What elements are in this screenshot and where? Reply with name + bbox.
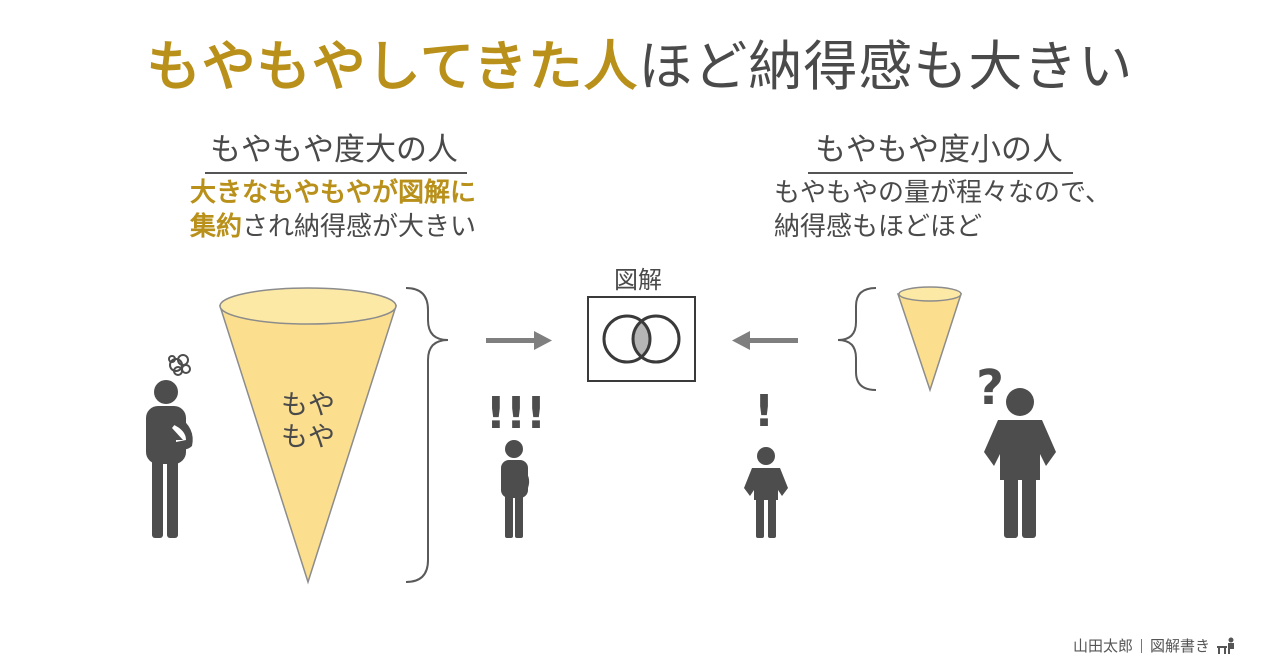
title-accent: もやもやしてきた人	[146, 35, 639, 98]
right-description-line2: 納得感もほどほど	[774, 212, 983, 242]
left-description-line2: 集約され納得感が大きい	[190, 210, 476, 244]
credit-author: 山田太郎	[1072, 637, 1133, 655]
left-line2-rest: され納得感が大きい	[242, 212, 477, 242]
tangle-thought-icon	[168, 354, 191, 376]
small-standing-person-icon	[744, 447, 788, 538]
left-exclamation: !!!	[486, 388, 546, 439]
cone-label-line2: もや	[281, 422, 335, 453]
thinking-person-icon	[146, 354, 194, 538]
right-description-line1: もやもやの量が程々なので、	[774, 178, 1111, 208]
right-curly-bracket	[837, 287, 877, 391]
left-arrow-icon	[486, 331, 552, 350]
left-description-line1: 大きなもやもやが図解に	[190, 176, 476, 210]
left-heading-rule	[205, 172, 467, 174]
right-heading-rule	[808, 172, 1073, 174]
credit-brand: 図解書き	[1149, 637, 1210, 655]
cone-label-line1: もや	[281, 390, 335, 421]
right-exclamation: !	[754, 386, 774, 437]
left-line2-highlight: 集約	[190, 212, 243, 242]
person-at-desk-icon	[1217, 637, 1234, 654]
title-rest: ほど納得感も大きい	[638, 35, 1134, 98]
left-line1-highlight: 大きなもやもやが図解に	[190, 178, 477, 208]
small-cone	[896, 286, 963, 393]
left-heading: もやもや度大の人	[210, 132, 458, 168]
question-mark: ?	[976, 360, 1004, 416]
page-title: もやもやしてきた人ほど納得感も大きい	[0, 22, 1280, 101]
left-description: 大きなもやもやが図解に 集約され納得感が大きい	[190, 176, 476, 244]
standing-person-icon	[984, 388, 1056, 538]
credit: 山田太郎 図解書き	[1073, 635, 1238, 656]
right-description: もやもやの量が程々なので、 納得感もほどほど	[774, 176, 1111, 244]
left-curly-bracket	[405, 287, 449, 583]
venn-diagram-icon	[587, 296, 696, 382]
credit-separator	[1140, 638, 1142, 653]
diagram-label: 図解	[614, 266, 662, 294]
small-thinking-person-icon	[501, 440, 530, 538]
right-heading: もやもや度小の人	[815, 132, 1063, 168]
right-arrow-icon	[732, 331, 798, 350]
large-cone	[218, 287, 398, 585]
